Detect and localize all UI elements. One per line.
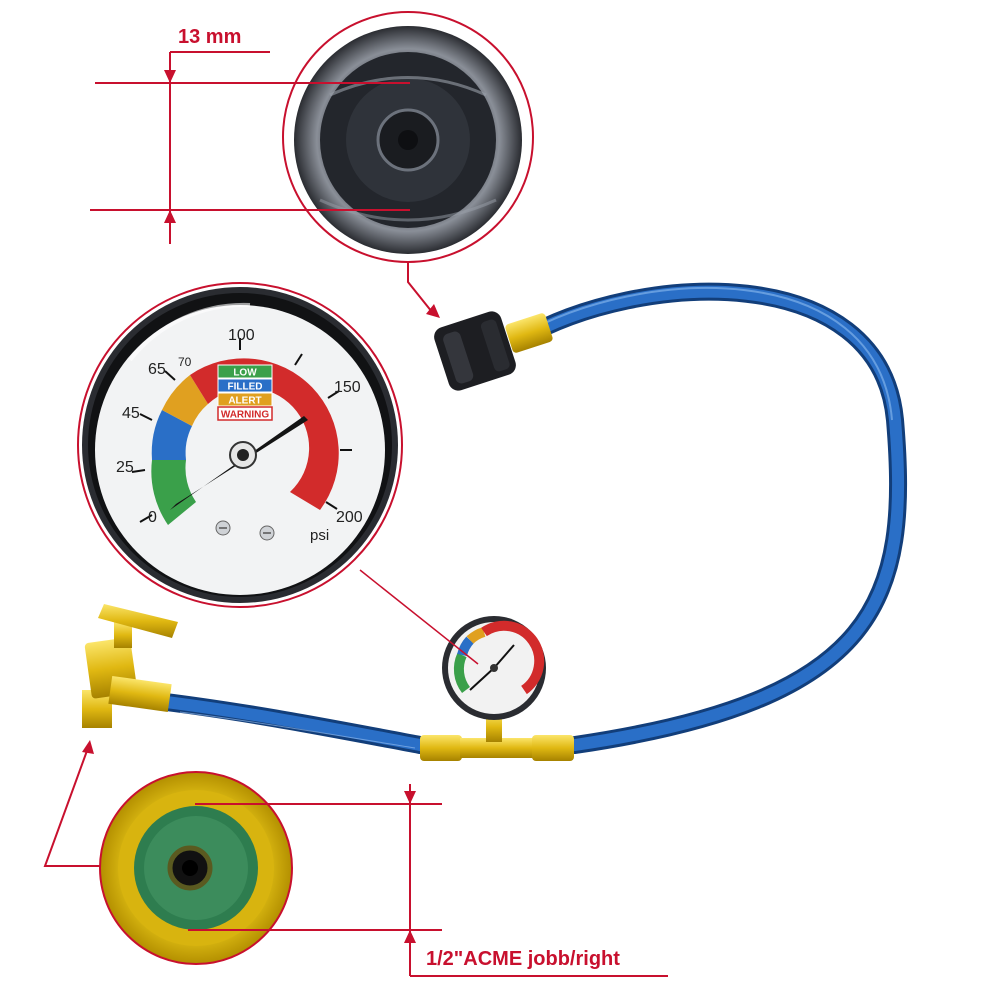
zone-label-low: LOW [233, 368, 257, 379]
coupler-pointer-arrow [407, 262, 440, 318]
dimension-acme [188, 784, 668, 977]
gauge-zoom: 0 25 45 65 70 100 150 200 psi LOW FILLED… [77, 282, 403, 608]
zone-green [151, 460, 196, 525]
dimension-label-acme: 1/2"ACME jobb/right [426, 948, 620, 970]
gauge-needle [170, 416, 308, 510]
dimension-13mm [90, 51, 410, 244]
fitting-pointer-arrow [43, 740, 100, 867]
unit-label: psi [310, 527, 329, 544]
zone-label-warning: WARNING [221, 410, 270, 421]
charging-hose [141, 282, 908, 754]
zone-label-filled: FILLED [228, 382, 263, 393]
zone-red [190, 358, 339, 510]
scale-label-150: 150 [334, 379, 361, 396]
gauge-pointer-line [359, 569, 479, 665]
scale-label-0: 0 [148, 509, 157, 526]
coupler-zoom-circle [282, 11, 534, 263]
zone-blue [151, 410, 192, 460]
zone-orange [162, 375, 208, 426]
fitting-zoom-circle [99, 771, 293, 965]
scale-label-45: 45 [122, 405, 140, 422]
scale-label-200: 200 [336, 509, 363, 526]
scale-label-100: 100 [228, 327, 255, 344]
scale-label-65: 65 [148, 361, 166, 378]
zone-legend: LOW FILLED ALERT WARNING [217, 364, 273, 421]
tap-valve [82, 604, 178, 728]
zone-label-alert: ALERT [228, 396, 261, 407]
scale-label-25: 25 [116, 459, 134, 476]
dimension-label-13mm: 13 mm [178, 26, 242, 48]
small-gauge [442, 616, 546, 720]
quick-coupler [434, 311, 553, 391]
scale-label-70: 70 [178, 355, 192, 369]
